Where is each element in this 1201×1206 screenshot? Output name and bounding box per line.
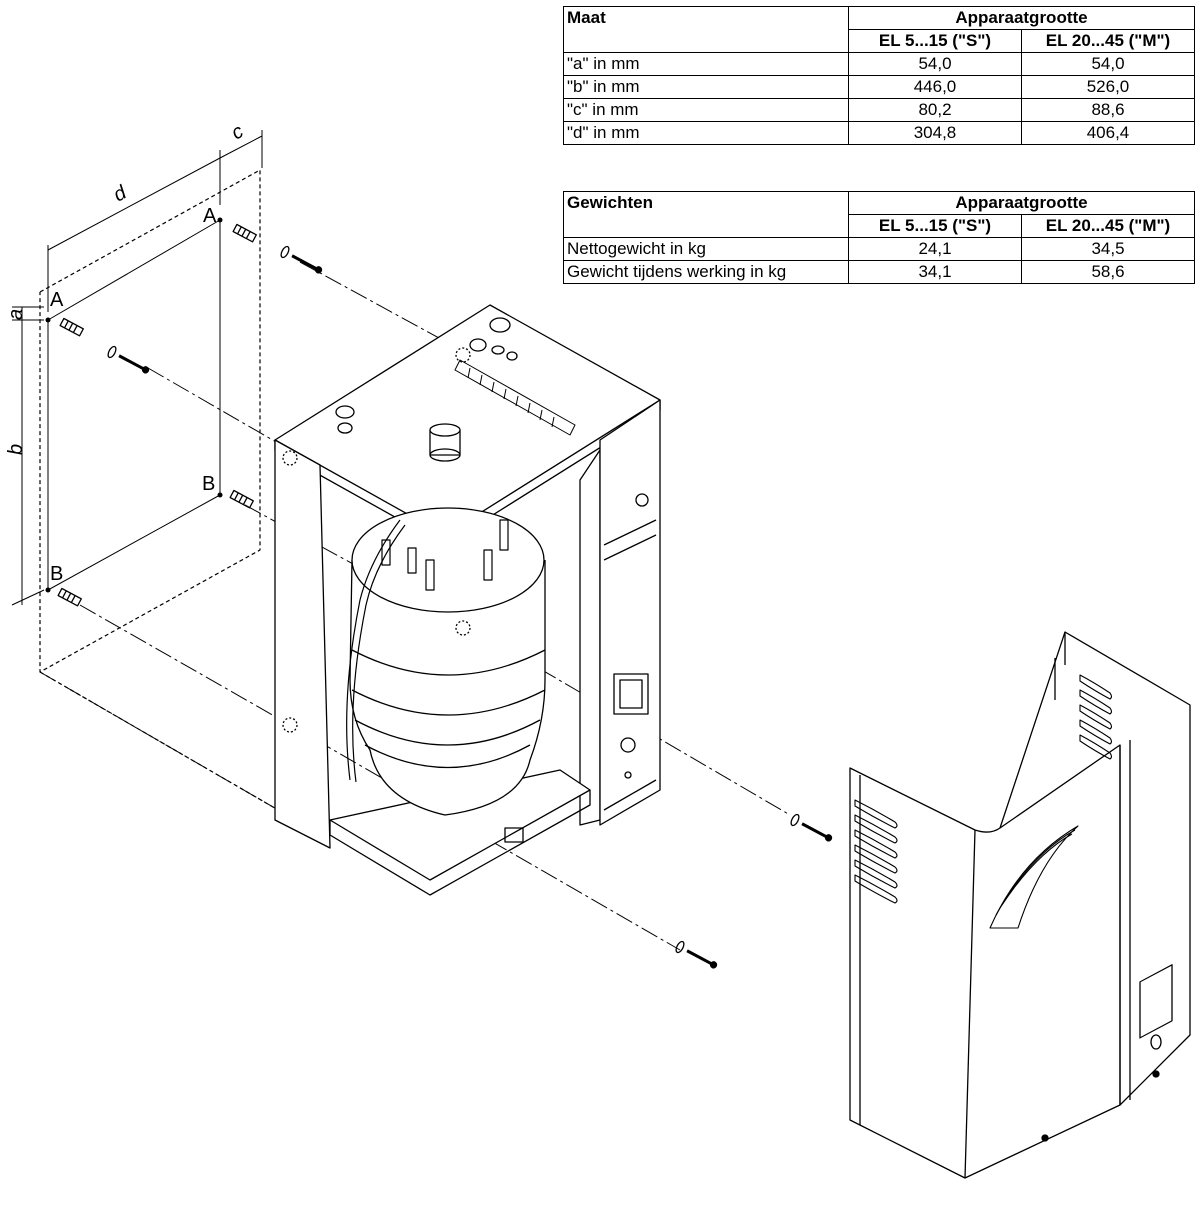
wall-template [39, 169, 331, 841]
table-row: Gewicht tijdens werking in kg 34,1 58,6 [563, 260, 1195, 284]
dims-blank [563, 29, 849, 53]
screws [57, 223, 833, 969]
label-point-b-right: B [202, 473, 215, 495]
label-dim-d: d [110, 181, 131, 206]
dims-sub-m: EL 20...45 ("M") [1021, 29, 1195, 53]
label-point-b-left: B [50, 563, 63, 585]
table-row: "c" in mm 80,2 88,6 [563, 98, 1195, 122]
dims-col-label: Maat [563, 6, 849, 30]
label-dim-b: b [5, 444, 27, 455]
hole-markers [45, 217, 223, 593]
hole-lines [47, 219, 221, 591]
weights-group-header: Apparaatgrootte [848, 191, 1195, 215]
label-dim-c: c [228, 120, 247, 144]
drawing-labels: d c a b A A B B [5, 120, 247, 585]
label-dim-a: a [5, 309, 27, 320]
humidifier-unit [274, 304, 661, 896]
weights-col-label: Gewichten [563, 191, 849, 215]
dims-group-header: Apparaatgrootte [848, 6, 1195, 30]
dimension-lines [11, 130, 263, 606]
dims-sub-s: EL 5...15 ("S") [848, 29, 1022, 53]
weights-sub-m: EL 20...45 ("M") [1021, 214, 1195, 238]
label-point-a-top: A [203, 205, 217, 227]
weights-blank [563, 214, 849, 238]
table-row: "d" in mm 304,8 406,4 [563, 121, 1195, 145]
weights-sub-s: EL 5...15 ("S") [848, 214, 1022, 238]
table-row: "b" in mm 446,0 526,0 [563, 75, 1195, 99]
table-row: Nettogewicht in kg 24,1 34,5 [563, 237, 1195, 261]
brand-logo [989, 825, 1079, 929]
weights-table: Gewichten Apparaatgrootte EL 5...15 ("S"… [563, 191, 1195, 284]
front-cover [849, 631, 1191, 1179]
table-row: "a" in mm 54,0 54,0 [563, 52, 1195, 76]
label-point-a-left: A [50, 289, 64, 311]
dimensions-table: Maat Apparaatgrootte EL 5...15 ("S") EL … [563, 6, 1195, 145]
